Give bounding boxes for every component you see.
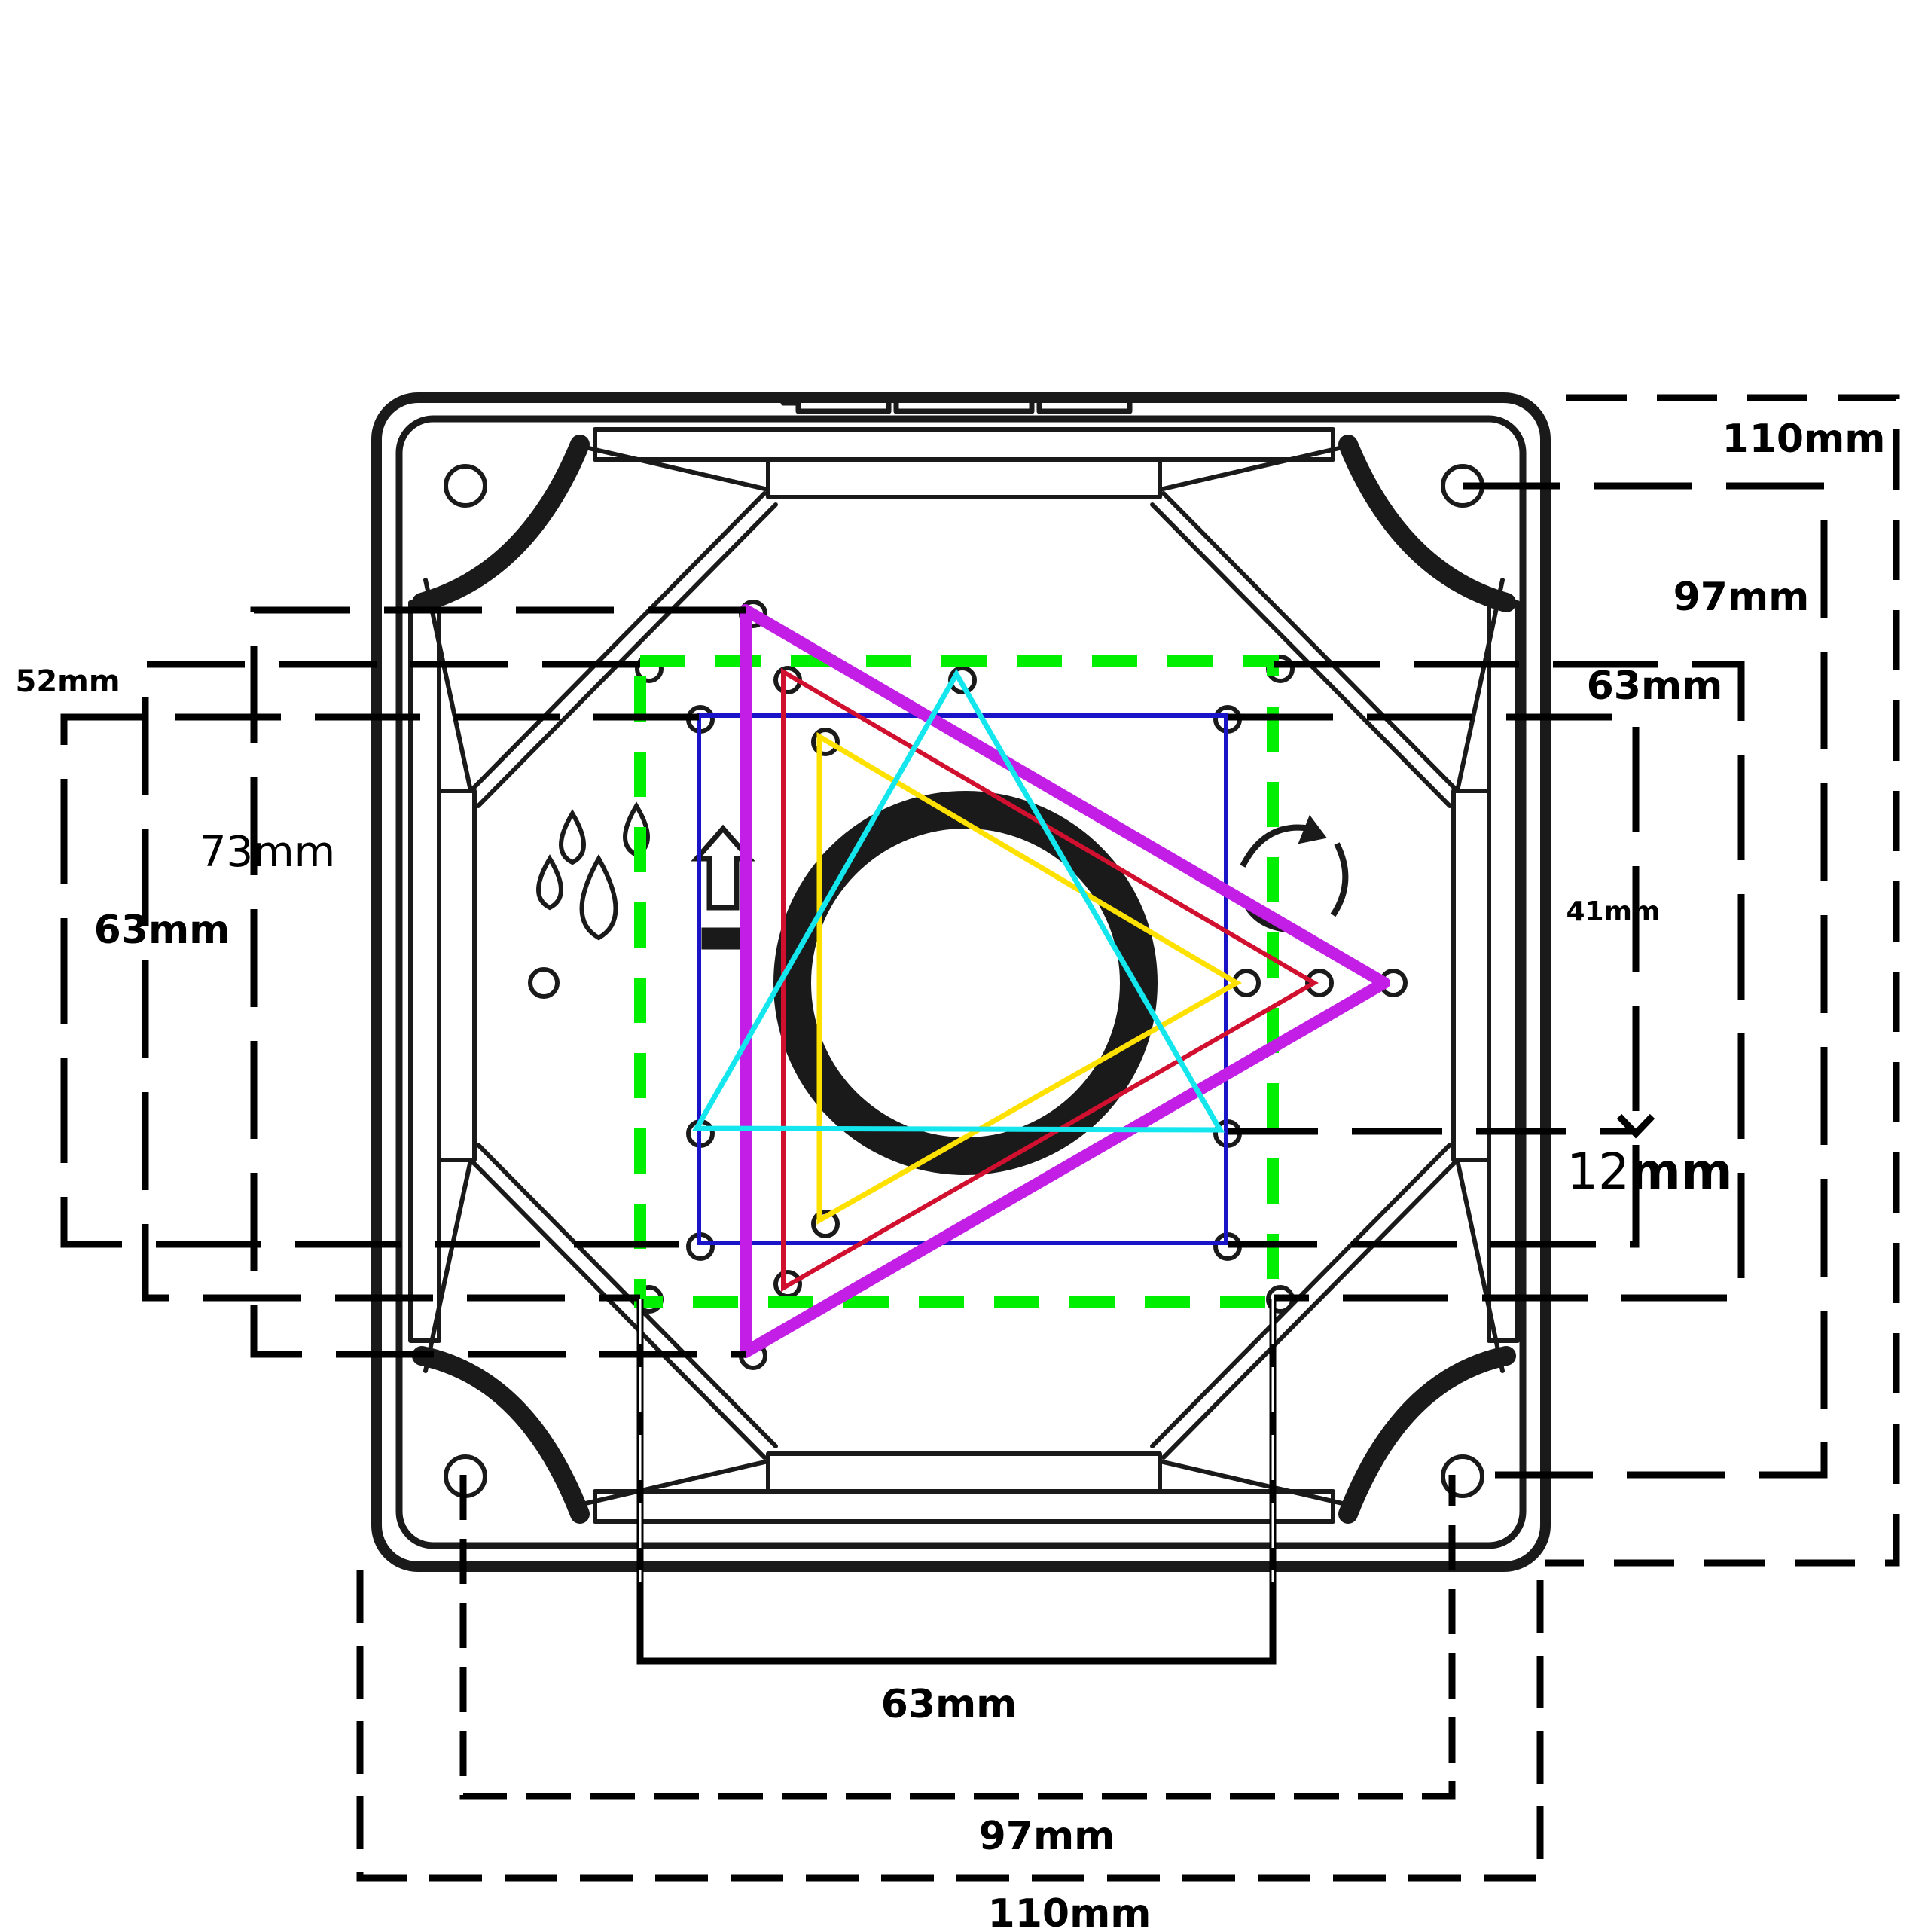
dim-right-63 bbox=[1274, 661, 1745, 1302]
outer-frame bbox=[371, 392, 1551, 1572]
center-cable-hole bbox=[773, 791, 1158, 1175]
dim-left-52 bbox=[142, 661, 640, 1302]
inner-frame bbox=[395, 415, 1527, 1549]
label-right-97: 97mm bbox=[1673, 575, 1810, 620]
dim-left-63 bbox=[60, 713, 699, 1248]
corner-arcs bbox=[412, 435, 1516, 1524]
corner-holes bbox=[444, 464, 1484, 1498]
label-left-73: 73mm bbox=[200, 828, 335, 877]
label-right-41: 41mm bbox=[1566, 896, 1660, 927]
dim-right-12-arrow bbox=[1616, 1113, 1655, 1139]
cyan-triangle bbox=[691, 668, 1225, 1133]
label-bottom-63: 63mm bbox=[881, 1682, 1017, 1727]
label-right-12-num: 12 bbox=[1566, 1143, 1630, 1201]
edge-rails bbox=[408, 427, 1520, 1524]
dimension-lines bbox=[60, 394, 1900, 1882]
diagonal-struts bbox=[423, 442, 1505, 1509]
label-right-110: 110mm bbox=[1722, 417, 1886, 462]
label-right-63: 63mm bbox=[1587, 664, 1723, 709]
green-square-63mm bbox=[634, 655, 1279, 1308]
label-right-12-unit: mm bbox=[1629, 1143, 1733, 1201]
top-tabs bbox=[780, 396, 1133, 414]
label-left-52: 52mm bbox=[15, 664, 120, 699]
dim-bottom-97 bbox=[459, 1475, 1456, 1800]
dim-right-41 bbox=[1228, 713, 1640, 1248]
dim-bottom-110 bbox=[356, 1570, 1544, 1882]
dim-right-110 bbox=[1545, 394, 1900, 1567]
yellow-triangle bbox=[816, 731, 1242, 1225]
label-left-63: 63mm bbox=[94, 908, 230, 953]
dim-right-97 bbox=[1463, 482, 1828, 1479]
water-drops-icon bbox=[536, 801, 650, 941]
label-bottom-97: 97mm bbox=[979, 1814, 1115, 1859]
box-outline bbox=[371, 392, 1551, 1572]
dim-left-73 bbox=[250, 606, 746, 1358]
magenta-triangle bbox=[740, 604, 1390, 1358]
label-bottom-110: 110mm bbox=[988, 1891, 1152, 1928]
dimension-labels: 110mm 97mm 63mm 41mm 12 mm 52mm 73mm 63m… bbox=[15, 417, 1886, 1932]
dim-bottom-63-dash bbox=[639, 1299, 1274, 1582]
